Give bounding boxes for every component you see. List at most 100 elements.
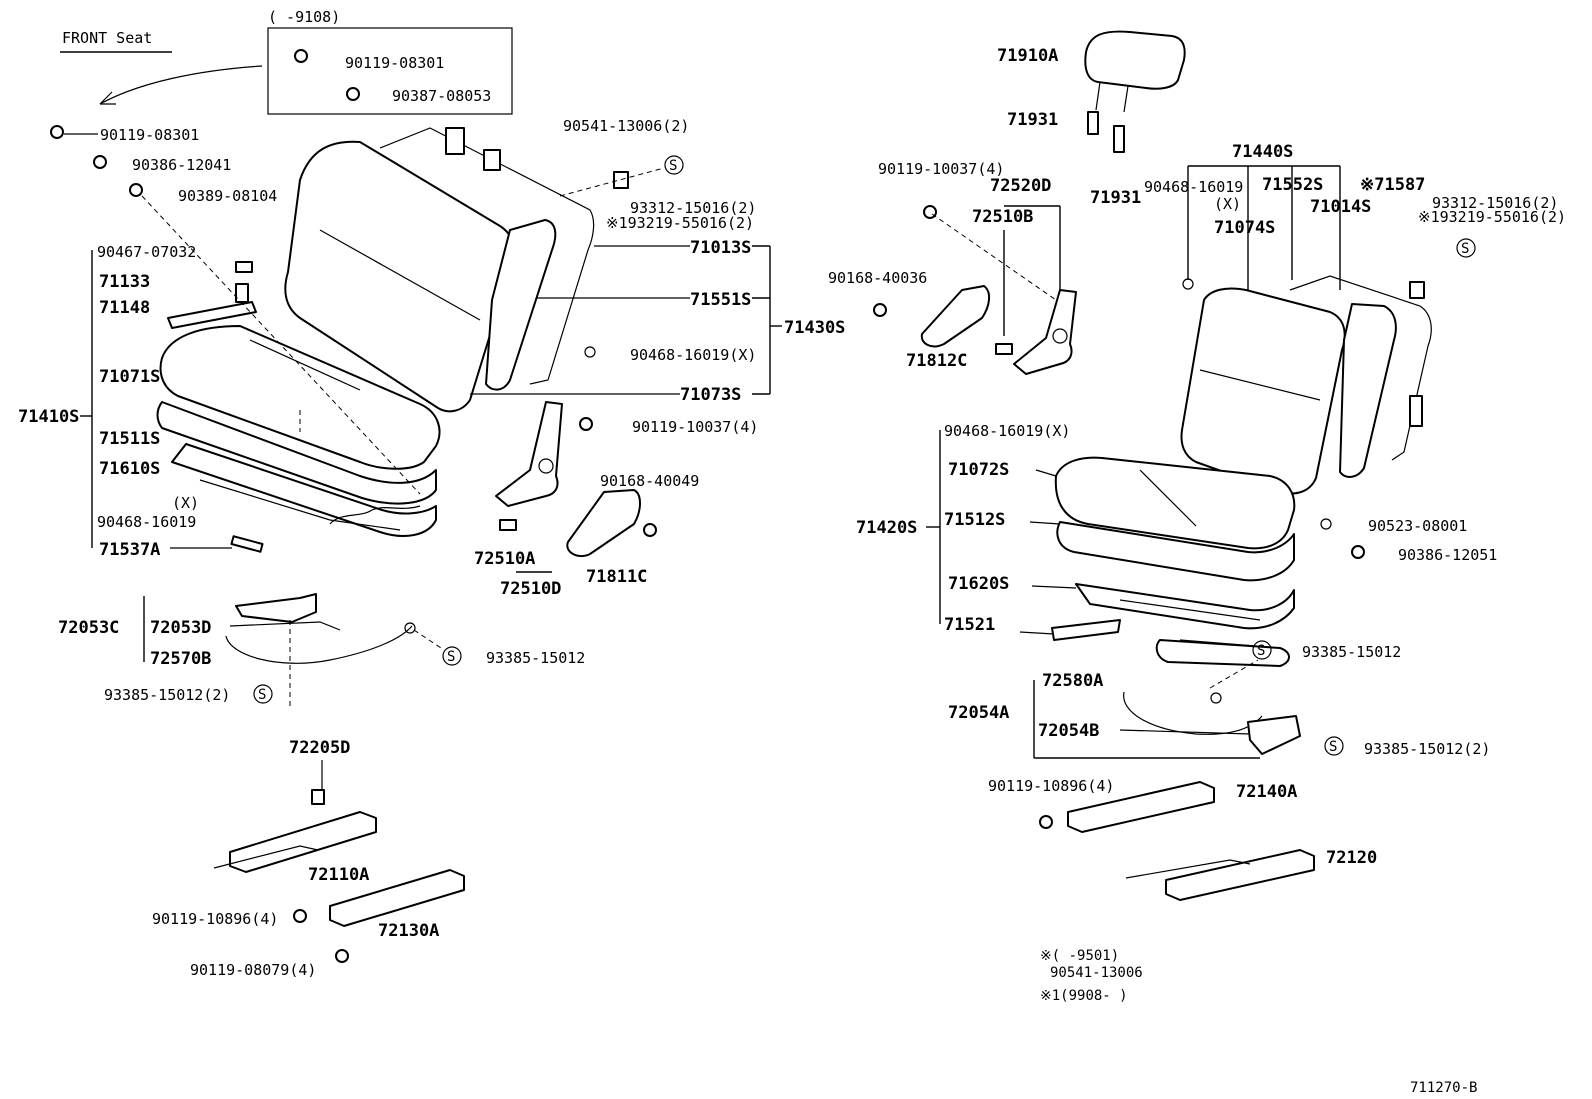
s-marker-text: S xyxy=(1257,643,1265,659)
clip-71133 xyxy=(235,261,253,273)
s-marker-icon xyxy=(1456,238,1476,258)
s-marker-icon xyxy=(253,684,273,704)
seatback-board-71552S xyxy=(1339,303,1397,478)
part-90468-16019x-r: 90468-16019(X) xyxy=(944,422,1070,440)
footnote-1-part: 90541-13006 xyxy=(1050,965,1143,981)
seatback-frame-71014S xyxy=(1289,275,1432,461)
bolt-icon xyxy=(1039,815,1053,829)
part-72570B: 72570B xyxy=(150,649,211,669)
part-90119-08301-box: 90119-08301 xyxy=(345,54,444,72)
headrest-stay xyxy=(1095,81,1101,111)
part-90168-40036: 90168-40036 xyxy=(828,269,927,287)
recliner-pivot xyxy=(1052,328,1068,344)
part-72054B: 72054B xyxy=(1038,721,1099,741)
s-marker-text: S xyxy=(447,649,455,665)
part-193219-55016-r: ※193219-55016(2) xyxy=(1418,208,1566,226)
headrest-guide-71931 xyxy=(1113,125,1125,153)
part-71811C: 71811C xyxy=(586,567,647,587)
cable-72570B xyxy=(225,625,413,664)
leader-line xyxy=(1035,469,1057,477)
part-71552S: 71552S xyxy=(1262,175,1323,195)
part-71521: 71521 xyxy=(944,615,995,635)
right-bucket-seat-group: 71910A 71931 71931 71440S 90468-16019 (X… xyxy=(828,30,1566,1004)
part-90119-08301: 90119-08301 xyxy=(100,126,199,144)
part-93385-15012-2: 93385-15012(2) xyxy=(104,686,230,704)
part-71551S: 71551S xyxy=(690,290,751,310)
part-72520D: 72520D xyxy=(990,176,1051,196)
recliner-pivot xyxy=(538,458,554,474)
part-72205D: 72205D xyxy=(289,738,350,758)
variant-box-label: ( -9108) xyxy=(268,8,340,26)
s-marker-text: S xyxy=(669,158,677,174)
part-71910A: 71910A xyxy=(997,46,1058,66)
part-72510B: 72510B xyxy=(972,207,1033,227)
leader-line xyxy=(1029,521,1061,525)
part-93385-15012: 93385-15012 xyxy=(486,649,585,667)
part-71440S: 71440S xyxy=(1232,142,1293,162)
dashed-leader xyxy=(931,213,1057,301)
part-90467-07032: 90467-07032 xyxy=(97,243,196,261)
trim-strip-71148 xyxy=(167,301,257,329)
track-72110A xyxy=(229,811,377,873)
part-x-note-r: (X) xyxy=(1214,195,1241,213)
cushion-71071S xyxy=(159,325,441,470)
part-71410S: 71410S xyxy=(18,407,79,427)
nut-icon xyxy=(346,87,360,101)
part-71074S: 71074S xyxy=(1214,218,1275,238)
cushion-seam xyxy=(249,339,361,391)
headrest-guide-71931 xyxy=(1087,111,1099,135)
footnote-1: ※( -9501) xyxy=(1040,948,1119,964)
s-marker-icon xyxy=(1252,640,1272,660)
part-71587: ※71587 xyxy=(1360,175,1425,195)
cover-71521 xyxy=(1051,619,1121,641)
part-71512S: 71512S xyxy=(944,510,1005,530)
cable-72580A xyxy=(1123,691,1263,735)
clip-icon xyxy=(584,346,596,358)
nut-icon xyxy=(93,155,107,169)
part-90468-16019x: 90468-16019(X) xyxy=(630,346,756,364)
lever-72054B xyxy=(1247,715,1301,755)
seatback-seam xyxy=(1199,369,1321,401)
lever-72053D xyxy=(235,593,317,623)
spring-line xyxy=(199,479,401,531)
s-marker-icon xyxy=(1324,736,1344,756)
clip-icon xyxy=(1182,278,1194,290)
track-rod xyxy=(213,845,319,869)
part-90386-12041: 90386-12041 xyxy=(132,156,231,174)
headrest-support-71587 xyxy=(1409,281,1425,299)
bolt-icon xyxy=(923,205,937,219)
part-71013S: 71013S xyxy=(690,238,751,258)
cushion-frame-71610S xyxy=(171,443,437,537)
part-90119-10037: 90119-10037(4) xyxy=(632,418,758,436)
part-72510A: 72510A xyxy=(474,549,535,569)
cable-rod xyxy=(229,621,341,631)
leader-line xyxy=(1019,631,1055,635)
hinge-part xyxy=(483,149,501,171)
diagram-title: FRONT Seat xyxy=(62,29,152,47)
track-72130A xyxy=(329,869,465,927)
front-arrow xyxy=(99,65,263,105)
variant-box xyxy=(267,27,513,115)
seatback-frame-71013S xyxy=(379,127,595,385)
leader-line xyxy=(1119,729,1251,735)
cushion-base xyxy=(1155,639,1290,667)
part-72130A: 72130A xyxy=(378,921,439,941)
part-71931-b: 71931 xyxy=(1090,188,1141,208)
front-arrow-head xyxy=(99,91,116,105)
headrest-stay xyxy=(1123,85,1129,113)
part-71072S: 71072S xyxy=(948,460,1009,480)
footnote-2: ※1(9908- ) xyxy=(1040,988,1128,1004)
part-71812C: 71812C xyxy=(906,351,967,371)
bolt-icon xyxy=(50,125,64,139)
part-72053C: 72053C xyxy=(58,618,119,638)
part-71073S: 71073S xyxy=(680,385,741,405)
s-marker-text: S xyxy=(1329,739,1337,755)
dashed-leader xyxy=(1209,659,1259,689)
screw-icon xyxy=(873,303,887,317)
dashed-leader xyxy=(559,167,665,197)
part-71610S: 71610S xyxy=(99,459,160,479)
part-72120: 72120 xyxy=(1326,848,1377,868)
track-72140A xyxy=(1067,781,1215,833)
